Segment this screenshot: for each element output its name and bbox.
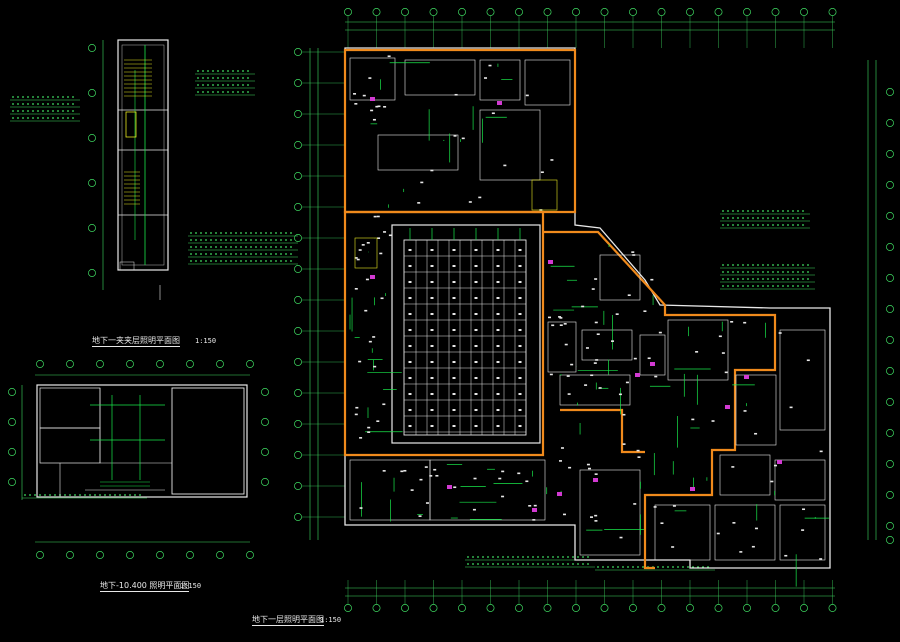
grid-dimension-lines [21,21,877,597]
main-plan-title: 地下一层照明平面图 [252,615,324,626]
stair-plan [117,39,169,300]
callout-annotations [10,70,815,571]
main-plan-scale: 1:150 [320,616,342,624]
axis-bubbles [8,8,894,612]
small-plan [36,384,248,498]
stair-plan-title: 地下一夹夹层照明平面图 [92,336,180,347]
main-floor-plan [343,47,831,587]
stair-plan-scale: 1:150 [195,337,217,345]
small-plan-scale: 1:150 [180,582,202,590]
small-plan-title: 地下-10.400 照明平面图 [100,581,190,592]
